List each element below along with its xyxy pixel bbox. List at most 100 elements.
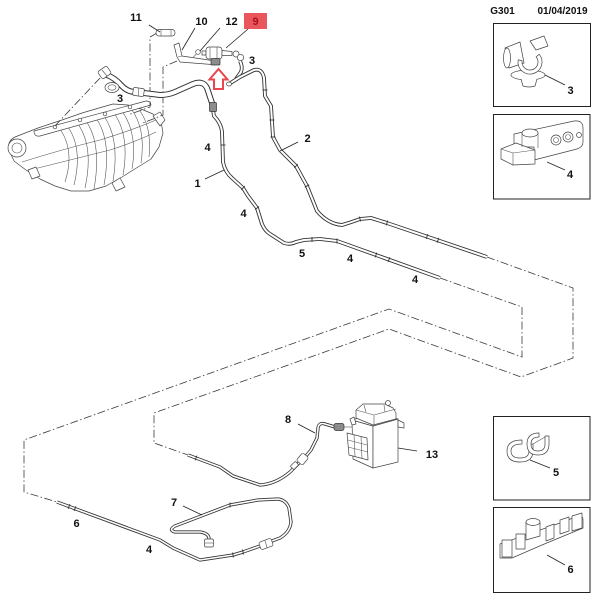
callout-4[interactable]: 4 [347, 253, 354, 265]
clip-mark [374, 252, 378, 258]
callout-7[interactable]: 7 [171, 497, 177, 509]
clip-mark [385, 220, 389, 226]
inset-frame [493, 416, 591, 501]
rail-bolt [102, 111, 108, 117]
selected-callout-highlight[interactable] [244, 13, 267, 29]
rail-bolt [77, 117, 83, 123]
part-11-body [155, 29, 176, 37]
part-9-body-lines [209, 47, 218, 59]
diagram-code: G301 [490, 6, 515, 17]
dashed-line-part-11 [127, 32, 158, 116]
part-12-shaft [193, 53, 197, 58]
part-10-fold [177, 55, 183, 58]
leader-line-9 [225, 28, 249, 49]
callout-9-selected[interactable]: 9 [252, 16, 258, 28]
inset-callout-4[interactable]: 4 [567, 169, 574, 181]
clip-mark [194, 455, 198, 461]
clip-4-hole [550, 134, 562, 146]
canister-lid-lines [355, 404, 397, 425]
pipe-8-outline [186, 421, 337, 487]
engine-connector-ridge [101, 69, 108, 77]
clip-6-slot [545, 523, 555, 542]
pipe-1 [105, 74, 442, 280]
pipe-2 [227, 59, 489, 259]
inset-leader-line [546, 554, 566, 566]
inset-callout-5[interactable]: 5 [553, 467, 559, 479]
callout-13[interactable]: 13 [426, 449, 438, 461]
inset-leader-line [546, 161, 566, 171]
canister-left-bracket [349, 416, 357, 426]
lower-line-plug-ring [264, 540, 268, 548]
vent-line-plug [296, 453, 309, 465]
inset-clip-5: 5 [493, 416, 591, 501]
inset-drawing-clip-6 [499, 512, 584, 559]
callout-6[interactable]: 6 [73, 518, 79, 530]
callout-4[interactable]: 4 [146, 544, 153, 556]
part-9-purge-valve [201, 46, 233, 66]
throttle-bore [11, 142, 23, 154]
dashed-line-part-10 [142, 60, 178, 124]
inset-clip-4: 4 [493, 114, 591, 200]
callout-12[interactable]: 12 [225, 16, 237, 28]
canister-right-face [372, 418, 399, 469]
clip-ring-3-engine [104, 82, 120, 93]
callout-4[interactable]: 4 [240, 208, 247, 220]
clip-marks [67, 89, 440, 558]
clip-4-boss [521, 128, 539, 138]
clip-mark [232, 552, 234, 558]
callout-11[interactable]: 11 [130, 12, 142, 24]
callout-8[interactable]: 8 [285, 414, 291, 426]
pipe-8-vent-line [186, 421, 337, 487]
up-arrow-icon [207, 67, 230, 90]
leader-line-8 [297, 423, 316, 434]
canister-grid-panel [346, 432, 369, 461]
manifold-runners [59, 109, 150, 190]
header: G301 01/04/2019 [490, 6, 588, 17]
clip-mark [254, 206, 260, 210]
manifold-body [8, 103, 164, 192]
callout-2[interactable]: 2 [304, 133, 310, 145]
inset-clip-3: 3 [493, 23, 591, 107]
clip-mark [242, 549, 244, 555]
clip-4-boss-sides [521, 133, 539, 148]
leader-lines [148, 24, 418, 516]
inset-callout-3[interactable]: 3 [567, 85, 573, 97]
clip-6-slot [515, 533, 526, 550]
inset-callout-6[interactable]: 6 [567, 564, 573, 576]
clip-6-slot-left [501, 539, 513, 558]
diagram-date: 01/04/2019 [537, 6, 587, 17]
hose-to-pipe-connector [209, 102, 217, 112]
clip-3-ring [517, 53, 543, 75]
callout-3[interactable]: 3 [249, 55, 255, 67]
part-11-hose-connector [155, 29, 176, 37]
part-12-head [195, 49, 201, 55]
clip-4-flap [500, 142, 536, 166]
callout-1[interactable]: 1 [194, 178, 200, 190]
inset-drawing-clip-4 [500, 120, 584, 166]
callout-3[interactable]: 3 [117, 93, 123, 105]
clip-4-hole-inner [565, 134, 571, 140]
inset-clip-6: 6 [493, 507, 591, 593]
clip-4-hole-small [576, 132, 582, 138]
clip-6-end-clip [571, 512, 583, 532]
part-3-clip-valve-side [232, 50, 245, 62]
clip-3-right-tube [529, 35, 549, 51]
rail-bolt [127, 104, 133, 110]
callout-4[interactable]: 4 [412, 274, 419, 286]
clip-3-ring-a [232, 50, 240, 58]
callouts: 11 10 12 9 3 3 4 2 1 4 5 4 4 8 13 7 6 4 [73, 12, 438, 556]
clip-mark [67, 503, 71, 509]
canister-right-bracket [397, 419, 405, 429]
clip-3-pin [520, 78, 538, 88]
callout-5[interactable]: 5 [299, 248, 305, 260]
part-12-bolt [193, 49, 201, 58]
canister-grid-lines [347, 434, 369, 459]
callout-10[interactable]: 10 [195, 16, 207, 28]
clip-5-bridge [532, 436, 546, 445]
inset-leader-line [544, 74, 566, 86]
manifold-tab [111, 177, 126, 192]
callout-4[interactable]: 4 [204, 142, 211, 154]
leader-line-10 [181, 27, 196, 51]
leader-line-11 [148, 24, 161, 33]
